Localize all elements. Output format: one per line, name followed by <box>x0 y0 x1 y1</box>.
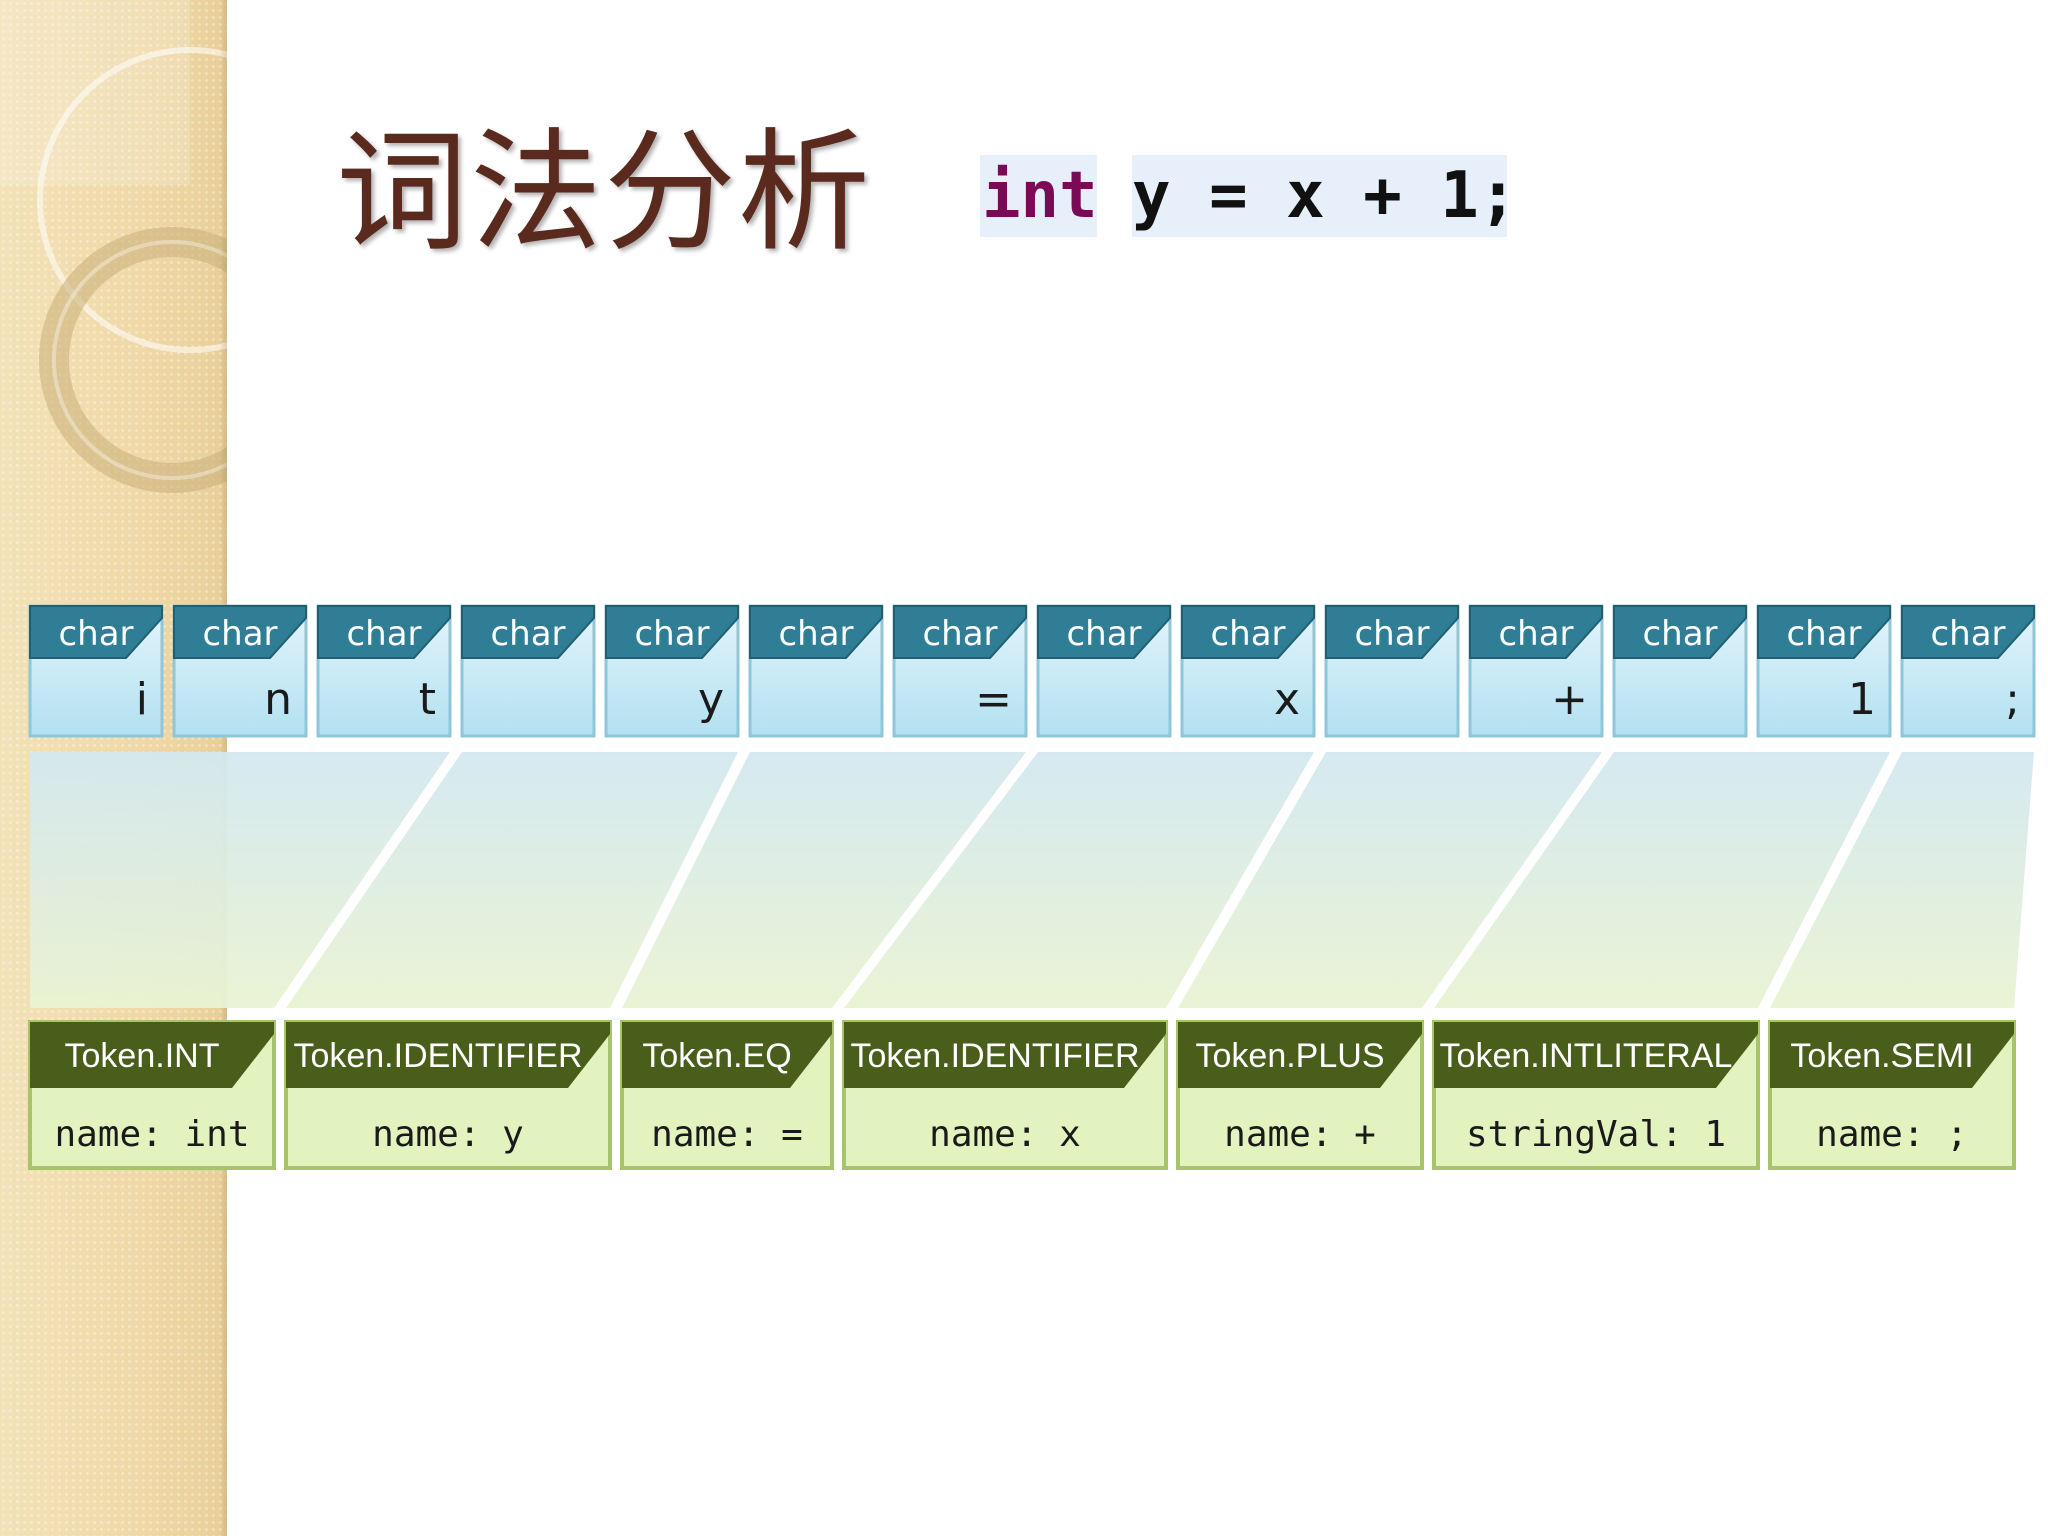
token-type-label: Token.IDENTIFIER <box>293 1037 582 1075</box>
token-value: name: x <box>929 1114 1081 1155</box>
char-box-header <box>173 605 307 659</box>
char-type-label: char <box>490 614 565 654</box>
connector-band <box>30 752 450 1008</box>
char-type-label: char <box>1498 614 1573 654</box>
char-value: y <box>698 674 724 725</box>
char-box-header <box>893 605 1027 659</box>
token-type-label: Token.SEMI <box>1790 1037 1973 1075</box>
token-value: name: int <box>54 1114 249 1155</box>
token-box-header <box>622 1022 832 1088</box>
char-value: x <box>1274 674 1300 725</box>
char-type-label: char <box>1354 614 1429 654</box>
char-box-header <box>29 605 163 659</box>
char-box: char y <box>604 604 740 738</box>
token-box-header <box>1434 1022 1758 1088</box>
char-box-header <box>461 605 595 659</box>
token-row: Token.INT name: int Token.IDENTIFIER name: … <box>28 1020 2016 1170</box>
slide-title: 词法分析 <box>336 116 872 270</box>
char-type-label: char <box>202 614 277 654</box>
token-box: Token.EQ name: = <box>620 1020 834 1170</box>
connector-band <box>286 752 738 1008</box>
token-box: Token.IDENTIFIER name: y <box>284 1020 612 1170</box>
connector-band <box>1434 752 1890 1008</box>
char-type-label: char <box>1930 614 2005 654</box>
char-box: char <box>748 604 884 738</box>
token-box: Token.INT name: int <box>28 1020 276 1170</box>
connector-band <box>844 752 1314 1008</box>
char-value: n <box>264 674 292 725</box>
char-box: char n <box>172 604 308 738</box>
char-value: 1 <box>1848 674 1876 725</box>
token-type-label: Token.EQ <box>642 1037 791 1075</box>
char-type-label: char <box>1210 614 1285 654</box>
char-box: char <box>460 604 596 738</box>
char-box: char 1 <box>1756 604 1892 738</box>
token-box-header <box>286 1022 610 1088</box>
char-to-token-connectors <box>30 752 2034 1008</box>
token-box-header <box>844 1022 1166 1088</box>
char-box-header <box>1757 605 1891 659</box>
char-box-header <box>1037 605 1171 659</box>
sidebar-rings-decoration <box>0 0 227 493</box>
token-box: Token.PLUS name: + <box>1176 1020 1424 1170</box>
char-value: = <box>975 674 1012 725</box>
char-type-label: char <box>634 614 709 654</box>
char-value: i <box>136 674 148 725</box>
char-type-label: char <box>922 614 997 654</box>
token-value: name: ; <box>1816 1114 1968 1155</box>
char-value: t <box>419 674 436 725</box>
token-value: name: + <box>1224 1114 1376 1155</box>
token-box: Token.INTLITERAL stringVal: 1 <box>1432 1020 1760 1170</box>
char-box: char = <box>892 604 1028 738</box>
char-box-header <box>1325 605 1459 659</box>
token-type-label: Token.INTLITERAL <box>1440 1037 1733 1075</box>
token-value: name: y <box>372 1114 524 1155</box>
code-keyword: int <box>980 155 1098 237</box>
char-box: char t <box>316 604 452 738</box>
char-type-label: char <box>778 614 853 654</box>
char-box-header <box>749 605 883 659</box>
token-box-header <box>1770 1022 2014 1088</box>
char-box-header <box>317 605 451 659</box>
token-type-label: Token.INT <box>65 1037 220 1075</box>
token-box-header <box>30 1022 274 1088</box>
char-box-header <box>1901 605 2035 659</box>
char-box-header <box>1613 605 1747 659</box>
char-type-label: char <box>1066 614 1141 654</box>
char-type-label: char <box>346 614 421 654</box>
char-type-label: char <box>58 614 133 654</box>
connector-band <box>1178 752 1602 1008</box>
code-statement: y = x + 1; <box>1132 155 1517 237</box>
char-type-label: char <box>1786 614 1861 654</box>
char-type-label: char <box>1642 614 1717 654</box>
token-type-label: Token.IDENTIFIER <box>850 1037 1139 1075</box>
connector-band <box>622 752 1026 1008</box>
char-box: char <box>1036 604 1172 738</box>
token-box: Token.IDENTIFIER name: x <box>842 1020 1168 1170</box>
char-box: char; <box>1900 604 2036 738</box>
char-box: char <box>1324 604 1460 738</box>
char-box: char x <box>1180 604 1316 738</box>
char-box-header <box>605 605 739 659</box>
char-value: ; <box>2005 674 2020 725</box>
char-value: + <box>1551 674 1588 725</box>
token-box-header <box>1178 1022 1422 1088</box>
char-box-header <box>1181 605 1315 659</box>
token-box: Token.SEMI name: ; <box>1768 1020 2016 1170</box>
connector-band <box>1770 752 2034 1008</box>
char-box: char + <box>1468 604 1604 738</box>
token-value: name: = <box>651 1114 803 1155</box>
char-box: char <box>1612 604 1748 738</box>
token-type-label: Token.PLUS <box>1196 1037 1385 1075</box>
char-box-header <box>1469 605 1603 659</box>
token-value: stringVal: 1 <box>1466 1114 1726 1155</box>
